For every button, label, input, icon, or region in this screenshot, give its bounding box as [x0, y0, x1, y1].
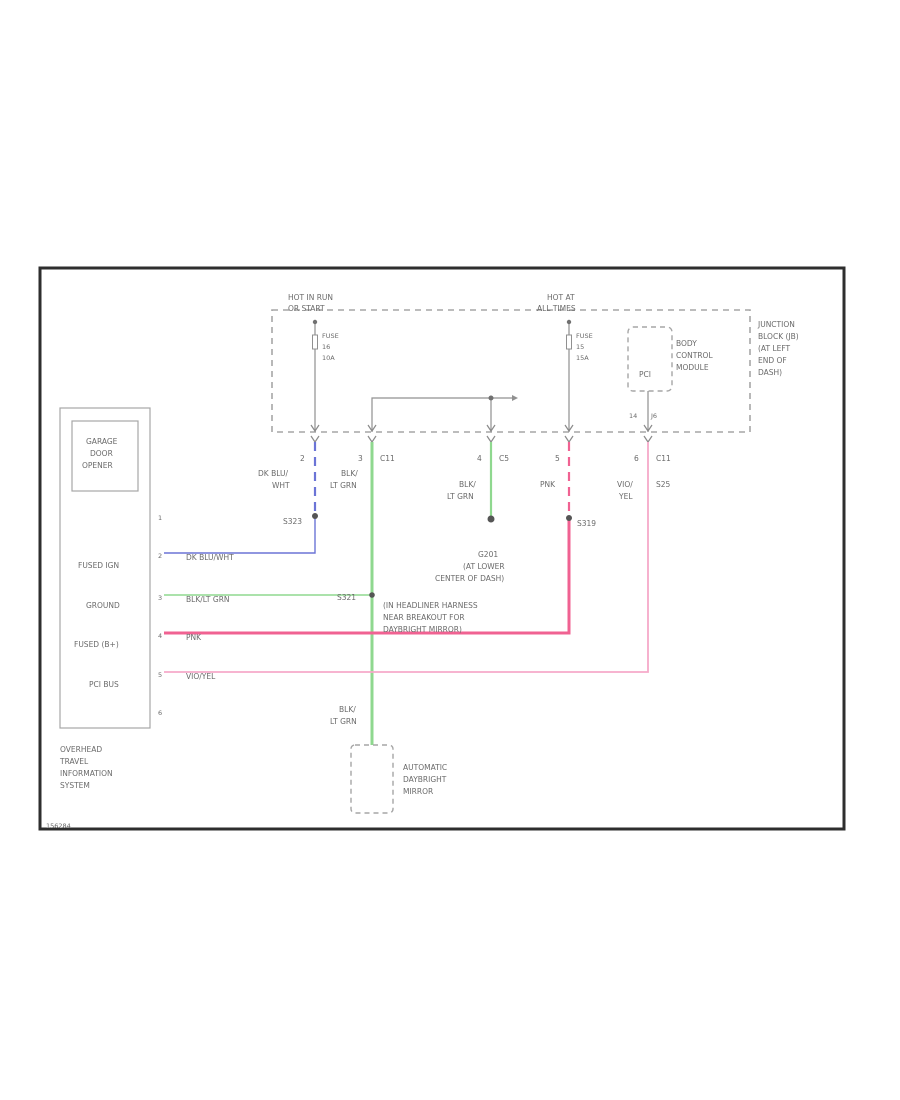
- mirror-wire1: BLK/: [339, 705, 356, 714]
- module-pin-label-fused-ign: FUSED IGN: [78, 561, 119, 570]
- module-pin-2: 2: [158, 552, 162, 560]
- splice-s319-dot: [566, 515, 572, 521]
- bcm-label-line1: BODY: [676, 339, 697, 348]
- c1-wire2: WHT: [272, 481, 290, 490]
- module-name-line4: SYSTEM: [60, 781, 90, 790]
- module-pin-4: 4: [158, 632, 162, 640]
- module-wire-vio-yel: VIO/YEL: [186, 672, 216, 681]
- module-name-line2: TRAVEL: [59, 757, 89, 766]
- mirror-label-line3: MIRROR: [403, 787, 433, 796]
- module-name-line1: OVERHEAD: [60, 745, 102, 754]
- wire-vio-yel: [164, 442, 649, 673]
- module-pin-6: 6: [158, 709, 162, 717]
- internal-bus-wire: [371, 397, 512, 432]
- c3-wire2: LT GRN: [447, 492, 474, 501]
- mirror-label-line1: AUTOMATIC: [403, 763, 447, 772]
- c2-wire1: BLK/: [341, 469, 358, 478]
- c2-name: C11: [380, 454, 395, 463]
- module-wire-dkblu-wht: DK BLU/WHT: [186, 553, 234, 562]
- bcm-pin-j6: J6: [650, 412, 657, 420]
- c5-name: C11: [656, 454, 671, 463]
- ground-line3: CENTER OF DASH): [435, 574, 504, 583]
- fuse-15-symbol: [566, 334, 572, 350]
- allt-fuse-amps: 15A: [576, 354, 589, 362]
- ground-g201-dot: [487, 515, 495, 523]
- ground-line1: G201: [478, 550, 498, 559]
- module-name-line3: INFORMATION: [60, 769, 113, 778]
- diagram-frame: [38, 266, 846, 831]
- c3-name: C5: [499, 454, 509, 463]
- c5-wire2: YEL: [618, 492, 633, 501]
- module-pin-label-pci-bus: PCI BUS: [89, 680, 119, 689]
- bcm-pin-14: 14: [629, 412, 637, 420]
- allt-source-line2: ALL TIMES: [537, 304, 576, 313]
- wire-dkblu-wht: [164, 516, 316, 554]
- c5-ref: S25: [656, 480, 671, 489]
- bus-arrow: [512, 395, 518, 401]
- mirror-wire2: LT GRN: [330, 717, 357, 726]
- bcm-pci-label: PCI: [639, 370, 651, 379]
- jb-label-line3: (AT LEFT: [758, 344, 791, 353]
- splice-note-line3: DAYBRIGHT MIRROR): [383, 625, 462, 634]
- run-source-line2: OR START: [288, 304, 325, 313]
- ground-line2: (AT LOWER: [463, 562, 505, 571]
- run-source-line1: HOT IN RUN: [288, 293, 333, 302]
- c2-wire2: LT GRN: [330, 481, 357, 490]
- jb-label-line5: DASH): [758, 368, 782, 377]
- allt-fuse-number: 15: [576, 343, 584, 351]
- allt-fuse-label: FUSE: [576, 332, 593, 340]
- c4-splice: S319: [577, 519, 596, 528]
- fuse-15-dot: [566, 319, 572, 325]
- splice-s321-dot: [369, 592, 375, 598]
- gdo-line2: DOOR: [90, 449, 113, 458]
- jb-label-line4: END OF: [758, 356, 787, 365]
- splice-note-line2: NEAR BREAKOUT FOR: [383, 613, 465, 622]
- c3-wire1: BLK/: [459, 480, 476, 489]
- allt-source-line1: HOT AT: [547, 293, 575, 302]
- garage-door-opener-box: [71, 420, 139, 492]
- module-pin-label-fused-b: FUSED (B+): [74, 640, 119, 649]
- c3-pin: 4: [477, 454, 482, 463]
- c1-pin: 2: [300, 454, 305, 463]
- module-pin-1: 1: [158, 514, 162, 522]
- jb-label-line2: BLOCK (JB): [758, 332, 799, 341]
- run-fuse-amps: 10A: [322, 354, 335, 362]
- junction-block-outline: [271, 309, 751, 433]
- c4-wire1: PNK: [540, 480, 556, 489]
- fuse-16-symbol: [312, 334, 318, 350]
- splice-note-line1: (IN HEADLINER HARNESS: [383, 601, 478, 610]
- splice-s321-id: S321: [337, 593, 356, 602]
- module-wire-pnk: PNK: [186, 633, 202, 642]
- c1-splice: S323: [283, 517, 302, 526]
- gdo-line1: GARAGE: [86, 437, 118, 446]
- c5-wire1: VIO/: [617, 480, 633, 489]
- c1-wire1: DK BLU/: [258, 469, 289, 478]
- wire-pnk: [164, 518, 571, 635]
- splice-s323-dot: [312, 513, 318, 519]
- gdo-line3: OPENER: [82, 461, 113, 470]
- module-wire-blk-ltgrn: BLK/LT GRN: [186, 595, 230, 604]
- c4-pin: 5: [555, 454, 560, 463]
- daybright-mirror-outline: [350, 744, 394, 814]
- bcm-outline: [627, 326, 673, 392]
- run-fuse-number: 16: [322, 343, 330, 351]
- bcm-label-line2: CONTROL: [676, 351, 713, 360]
- c2-pin: 3: [358, 454, 363, 463]
- module-pin-3: 3: [158, 594, 162, 602]
- run-fuse-label: FUSE: [322, 332, 339, 340]
- bcm-label-line3: MODULE: [676, 363, 709, 372]
- bus-splice-dot: [488, 395, 494, 401]
- mirror-label-line2: DAYBRIGHT: [403, 775, 447, 784]
- fuse-16-dot: [312, 319, 318, 325]
- jb-label-line1: JUNCTION: [757, 320, 795, 329]
- module-pin-label-ground: GROUND: [86, 601, 120, 610]
- module-pin-5: 5: [158, 671, 162, 679]
- figure-id: 156284: [46, 822, 71, 830]
- c5-pin: 6: [634, 454, 639, 463]
- overhead-module-box: [59, 407, 151, 729]
